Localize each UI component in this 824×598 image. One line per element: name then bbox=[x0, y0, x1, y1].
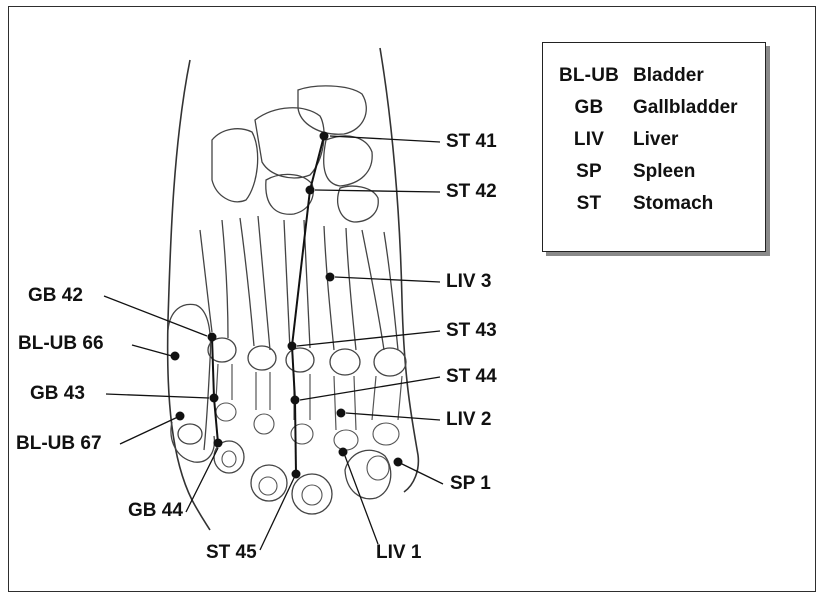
label-st42: ST 42 bbox=[446, 181, 497, 203]
legend-name: Gallbladder bbox=[633, 93, 738, 123]
label-gb44: GB 44 bbox=[128, 500, 183, 522]
label-liv3: LIV 3 bbox=[446, 271, 491, 293]
label-sp1: SP 1 bbox=[450, 473, 491, 495]
legend-name: Liver bbox=[633, 125, 678, 155]
legend-code: SP bbox=[553, 157, 625, 187]
label-liv2: LIV 2 bbox=[446, 409, 491, 431]
legend-code: LIV bbox=[553, 125, 625, 155]
legend-name: Stomach bbox=[633, 189, 713, 219]
label-blub67: BL-UB 67 bbox=[16, 433, 102, 455]
legend-code: ST bbox=[553, 189, 625, 219]
label-gb43: GB 43 bbox=[30, 383, 85, 405]
legend-box: BL-UB Bladder GB Gallbladder LIV Liver S… bbox=[542, 42, 766, 252]
legend-code: GB bbox=[553, 93, 625, 123]
legend-name: Spleen bbox=[633, 157, 695, 187]
label-st41: ST 41 bbox=[446, 131, 497, 153]
legend-row-liver: LIV Liver bbox=[543, 125, 765, 155]
label-st43: ST 43 bbox=[446, 320, 497, 342]
legend-row-spleen: SP Spleen bbox=[543, 157, 765, 187]
legend-name: Bladder bbox=[633, 61, 704, 91]
label-blub66: BL-UB 66 bbox=[18, 333, 104, 355]
legend-row-bladder: BL-UB Bladder bbox=[543, 61, 765, 91]
legend-code: BL-UB bbox=[553, 61, 625, 91]
legend-row-gallbladder: GB Gallbladder bbox=[543, 93, 765, 123]
label-gb42: GB 42 bbox=[28, 285, 83, 307]
label-st45: ST 45 bbox=[206, 542, 257, 564]
label-liv1: LIV 1 bbox=[376, 542, 421, 564]
label-st44: ST 44 bbox=[446, 366, 497, 388]
legend-row-stomach: ST Stomach bbox=[543, 189, 765, 219]
